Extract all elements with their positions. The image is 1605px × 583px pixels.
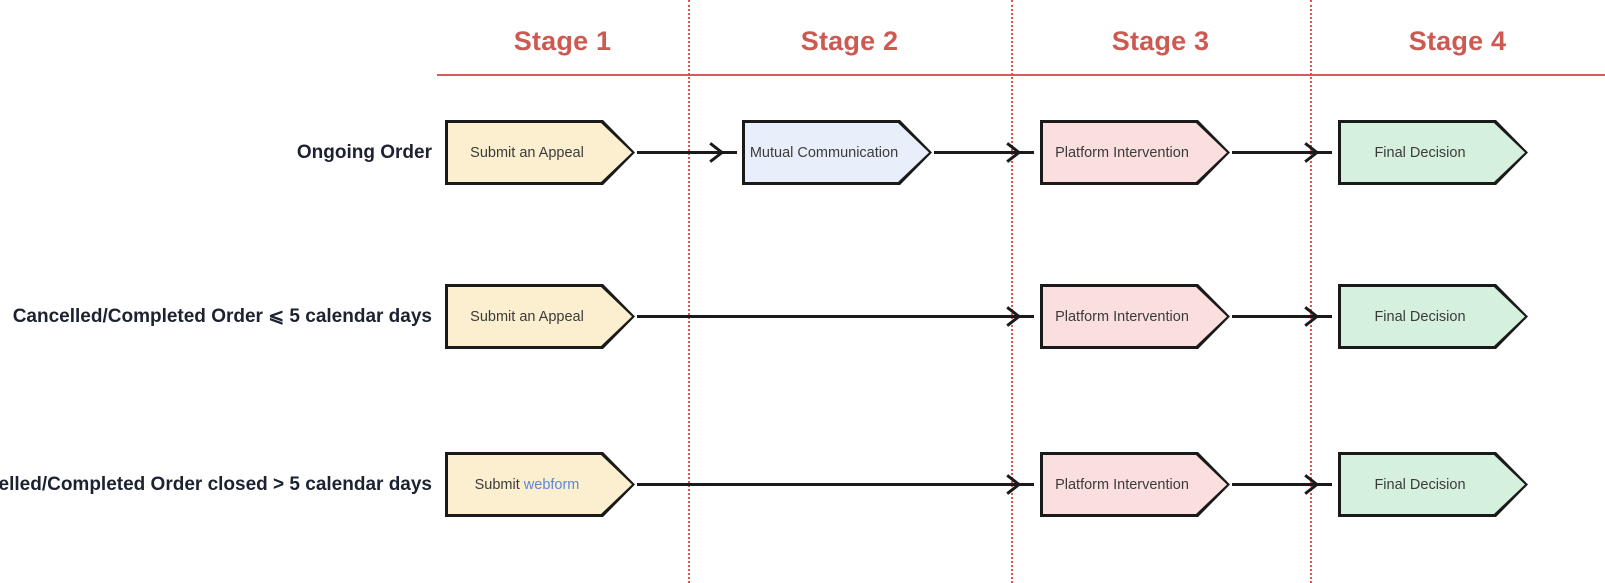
stage-header-1: Stage 1 [513,26,612,56]
node-platform-intervention-row2[interactable]: Platform Intervention [1040,284,1230,349]
connector-row2-s1-s3 [637,315,1034,318]
node-label: Platform Intervention [1055,308,1189,325]
node-final-decision-row1[interactable]: Final Decision [1338,120,1528,185]
node-label-prefix: Submit [474,476,524,493]
node-label: Platform Intervention [1055,476,1189,493]
chevron-fill [448,123,632,182]
connector-row1-s2-s3 [934,151,1034,154]
chevron-fill [1341,455,1525,514]
node-final-decision-row2[interactable]: Final Decision [1338,284,1528,349]
connector-row3-s1-s3 [637,483,1034,486]
connector-row1-s3-s4 [1232,151,1332,154]
node-label: Final Decision [1374,144,1466,161]
node-label: Submit an Appeal [470,144,584,161]
stage-divider-3 [1310,0,1312,583]
connector-row2-s3-s4 [1232,315,1332,318]
node-label: Submit webform [475,477,580,493]
stage-divider-2 [1011,0,1013,583]
node-label: Platform Intervention [1055,144,1189,161]
node-label: Submit an Appeal [470,308,584,325]
node-mutual-communication-row1[interactable]: Mutual Communication [742,120,932,185]
node-submit-webform-row3[interactable]: Submit webform [445,452,635,517]
chevron-fill [745,123,929,182]
node-submit-an-appeal-row1[interactable]: Submit an Appeal [445,120,635,185]
chevron-fill [1043,455,1227,514]
connector-row1-s1-s2 [637,151,737,154]
stage-header-3: Stage 3 [1111,26,1210,56]
chevron-fill [1341,123,1525,182]
node-submit-an-appeal-row2[interactable]: Submit an Appeal [445,284,635,349]
row-label-ongoing-order: Ongoing Order [296,142,432,163]
chevron-fill [1341,287,1525,346]
node-label: Final Decision [1374,476,1466,493]
webform-link[interactable]: webform [523,476,580,493]
connector-row3-s3-s4 [1232,483,1332,486]
chevron-fill [1043,123,1227,182]
node-label: Final Decision [1374,308,1466,325]
chevron-fill [448,287,632,346]
chevron-fill [448,455,632,514]
row-label-cancelled-completed-le5: Cancelled/Completed Order ⩽ 5 calendar d… [12,306,432,327]
chevron-fill [1043,287,1227,346]
header-underline [437,74,1605,76]
row-label-cancelled-completed-gt5: Cancelled/Completed Order closed > 5 cal… [0,474,432,495]
node-label: Mutual Communication [749,144,899,161]
stage-header-4: Stage 4 [1408,26,1507,56]
node-platform-intervention-row3[interactable]: Platform Intervention [1040,452,1230,517]
stage-divider-1 [688,0,690,583]
node-final-decision-row3[interactable]: Final Decision [1338,452,1528,517]
stage-header-2: Stage 2 [800,26,899,56]
node-platform-intervention-row1[interactable]: Platform Intervention [1040,120,1230,185]
